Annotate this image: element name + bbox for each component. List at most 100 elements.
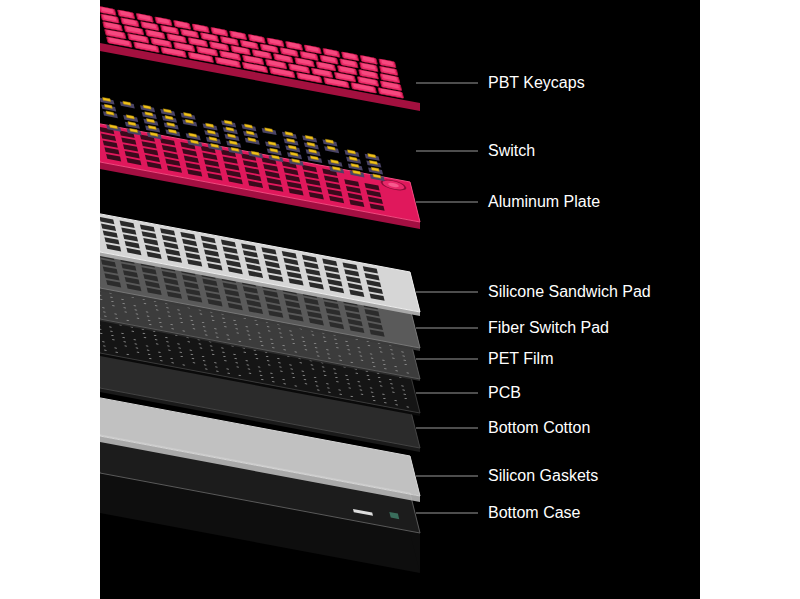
pcb-dot bbox=[303, 345, 306, 347]
switch-hole bbox=[246, 264, 261, 271]
switch-housing bbox=[228, 148, 243, 155]
pcb-dot bbox=[290, 368, 293, 370]
switch-hole bbox=[346, 276, 361, 283]
switch-hole bbox=[104, 147, 119, 154]
pcb-dot bbox=[121, 333, 124, 335]
switch-hole bbox=[202, 153, 217, 160]
pcb-dot bbox=[215, 366, 218, 368]
switch-hole bbox=[307, 275, 322, 282]
switch-hole bbox=[101, 260, 116, 267]
switch-stem bbox=[307, 142, 315, 146]
pcb-dot bbox=[248, 373, 251, 375]
switch-hole bbox=[307, 185, 322, 192]
pcb-dot bbox=[103, 311, 106, 313]
pcb-dot bbox=[121, 299, 124, 301]
switch-hole bbox=[223, 282, 238, 289]
pcb-dot bbox=[259, 336, 262, 338]
pcb-dot bbox=[383, 398, 386, 400]
switch-hole bbox=[182, 149, 197, 156]
switch-housing bbox=[370, 174, 385, 181]
switch-hole bbox=[201, 236, 216, 243]
pcb-dot bbox=[199, 347, 202, 349]
pcb-dot bbox=[221, 347, 224, 349]
switch-stem bbox=[268, 141, 276, 145]
switch-hole bbox=[126, 284, 141, 291]
pcb-dot bbox=[166, 307, 169, 309]
part-label: Fiber Switch Pad bbox=[488, 318, 609, 338]
pcb-dot bbox=[180, 356, 183, 358]
pcb-dot bbox=[404, 364, 407, 366]
keycap-top bbox=[130, 34, 147, 41]
pcb-dot bbox=[282, 379, 285, 381]
switch-stem bbox=[369, 160, 377, 164]
switch-housing bbox=[366, 161, 381, 168]
pcb-dot bbox=[317, 389, 320, 391]
pcb-dot bbox=[357, 381, 360, 383]
pcb-dot bbox=[384, 368, 387, 370]
switch-stem bbox=[228, 134, 236, 138]
part-label: PET Film bbox=[488, 349, 553, 369]
keycap-top bbox=[195, 25, 207, 31]
pcb-dot bbox=[147, 315, 150, 317]
switch-hole bbox=[121, 137, 136, 144]
pcb-dot bbox=[260, 375, 263, 377]
switch-stem bbox=[103, 97, 111, 101]
pcb-dot bbox=[247, 334, 250, 336]
keycap-top bbox=[380, 89, 401, 97]
switch-housing bbox=[324, 146, 339, 153]
switch-stem bbox=[123, 101, 131, 105]
keycap bbox=[145, 29, 165, 39]
switch-hole bbox=[285, 265, 300, 272]
switch-housing bbox=[287, 152, 302, 159]
switch-housing bbox=[284, 139, 299, 146]
switch-hole bbox=[263, 254, 278, 261]
switch-hole bbox=[285, 175, 300, 182]
pcb-dot bbox=[103, 345, 106, 347]
switch-housing bbox=[225, 134, 240, 141]
switch-hole bbox=[370, 293, 385, 300]
keycap bbox=[121, 18, 139, 28]
switch-housing bbox=[206, 137, 221, 144]
switch-housing bbox=[267, 148, 282, 155]
switch-hole bbox=[140, 224, 155, 231]
switch-hole bbox=[309, 318, 324, 325]
keycap-top bbox=[169, 34, 184, 41]
pcb-dot bbox=[126, 320, 129, 322]
pcb-dot bbox=[266, 356, 269, 358]
pcb-dot bbox=[372, 396, 375, 398]
pcb-dot bbox=[236, 332, 239, 334]
switch-hole bbox=[263, 290, 278, 297]
pcb-dot bbox=[371, 391, 374, 393]
switch-hole bbox=[261, 247, 276, 254]
switch-hole bbox=[365, 273, 380, 280]
keycap-top bbox=[291, 64, 308, 71]
switch-hole bbox=[142, 267, 157, 274]
part-label: Bottom Case bbox=[488, 503, 580, 523]
pcb-dot bbox=[310, 364, 313, 366]
switch-hole bbox=[207, 263, 222, 270]
keycap-top bbox=[143, 22, 156, 28]
switch-hole bbox=[346, 186, 361, 193]
switch-housing bbox=[226, 141, 241, 148]
keycap-top bbox=[282, 48, 295, 54]
pcb-dot bbox=[259, 370, 262, 372]
pcb-dot bbox=[392, 391, 395, 393]
switch-hole bbox=[160, 228, 175, 235]
switch-housing bbox=[123, 115, 138, 122]
pcb-dot bbox=[358, 351, 361, 353]
pcb-dot bbox=[227, 373, 230, 375]
switch-stem bbox=[185, 119, 193, 123]
keycap-top bbox=[254, 50, 269, 57]
switch-hole bbox=[204, 159, 219, 166]
switch-housing bbox=[106, 125, 121, 132]
switch-stem bbox=[207, 130, 215, 134]
pcb-dot bbox=[110, 297, 113, 299]
pcb-dot bbox=[122, 303, 125, 305]
pcb-dot bbox=[142, 333, 145, 335]
pcb-dot bbox=[233, 320, 236, 322]
keycaps bbox=[100, 6, 404, 98]
pcb-dot bbox=[328, 391, 331, 393]
switch-housing bbox=[248, 151, 263, 158]
switch-hole bbox=[324, 175, 339, 182]
pcb-dot bbox=[204, 330, 207, 332]
